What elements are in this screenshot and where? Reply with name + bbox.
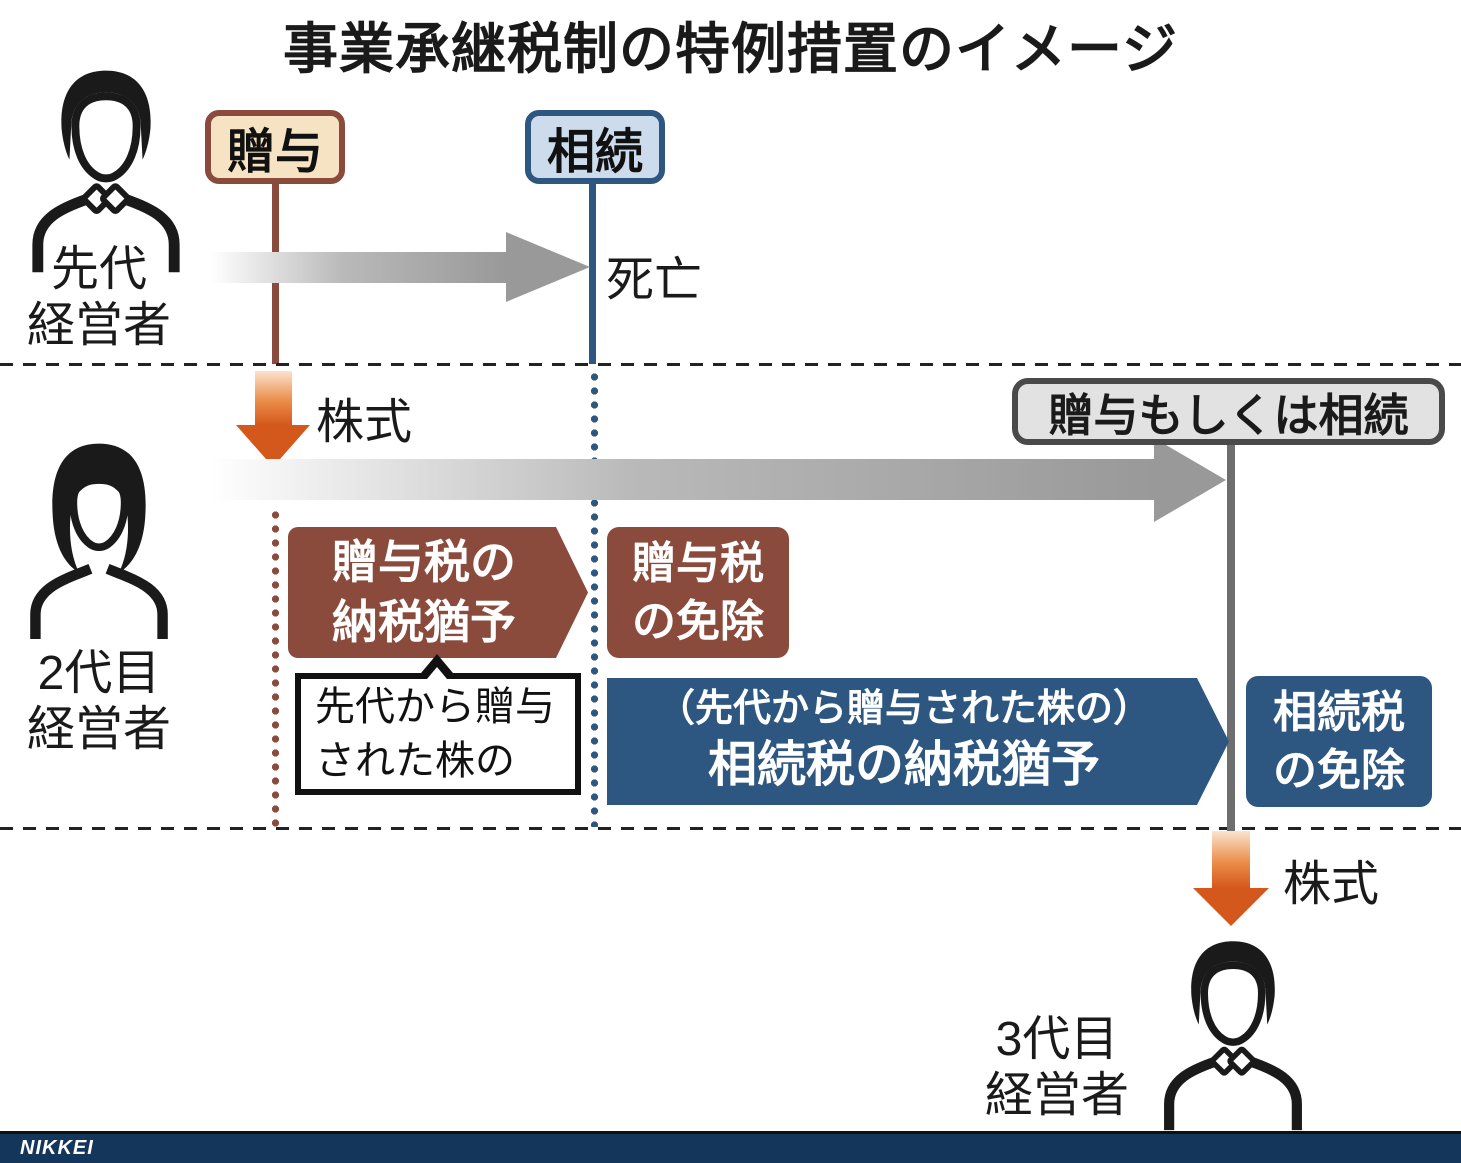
person-male-icon (22, 60, 190, 274)
succession-connector-line (1227, 445, 1235, 855)
gen1-label-line2: 経営者 (26, 298, 171, 352)
gen3-label-line1: 3代目 (995, 1013, 1119, 1066)
nikkei-logo: NIKKEI (20, 1137, 94, 1159)
gift-tax-exemption-box: 贈与税 の免除 (607, 527, 789, 658)
inherit-badge: 相続 (525, 110, 665, 184)
gift-tax-deferral-box: 贈与税の 納税猶予 (288, 527, 588, 658)
gen2-label-line2: 経営者 (26, 702, 171, 756)
footer-bar: NIKKEI (0, 1131, 1461, 1163)
inheritance-tax-exemption-box: 相続税 の免除 (1246, 676, 1432, 807)
timeline-arrow-gen1-head (506, 232, 590, 302)
row-divider-2 (0, 827, 1461, 830)
gift-tax-exemption-line2: の免除 (632, 596, 764, 646)
person-male-icon-gen3 (1152, 932, 1314, 1131)
timeline-arrow-gen2 (210, 459, 1154, 500)
inheritance-tax-deferral-line2: 相続税の納税猶予 (707, 738, 1100, 793)
row-divider-1 (0, 363, 1461, 366)
gen1-label-line1: 先代 (50, 243, 147, 296)
gen2-label: 2代目 経営者 (8, 646, 190, 757)
gifted-shares-callout: 先代から贈与 された株の (295, 654, 581, 795)
person-female-icon (14, 436, 184, 640)
inheritance-tax-exemption-line1: 相続税 (1273, 688, 1405, 738)
timeline-arrow-gen1 (210, 252, 506, 283)
callout-line1: 先代から贈与 (315, 685, 555, 729)
inheritance-tax-deferral-line1: （先代から贈与された株の） (656, 687, 1151, 730)
callout-line2: された株の (315, 739, 515, 783)
inheritance-tax-deferral-box: （先代から贈与された株の） 相続税の納税猶予 (607, 678, 1229, 805)
gift-or-inherit-badge: 贈与もしくは相続 (1012, 378, 1445, 445)
timeline-arrow-gen2-head (1154, 438, 1226, 522)
shares-down-arrow-gen3-head (1193, 888, 1269, 926)
gen3-label: 3代目 経営者 (966, 1012, 1148, 1123)
gift-dotted-line (271, 508, 280, 827)
callout-pointer-inner (422, 667, 452, 685)
gift-badge: 贈与 (205, 110, 345, 184)
shares-down-arrow-gen3 (1212, 831, 1250, 888)
gen2-label-line1: 2代目 (37, 647, 161, 700)
death-label: 死亡 (606, 254, 703, 307)
shares-down-arrow-gen2 (255, 371, 292, 425)
inherit-dotted-line (590, 370, 599, 827)
gen3-label-line2: 経営者 (984, 1068, 1129, 1122)
inherit-stem-line (589, 182, 596, 364)
gift-tax-deferral-line1: 贈与税の (332, 535, 516, 588)
gift-tax-exemption-line1: 贈与税 (632, 539, 764, 589)
gen1-label: 先代 経営者 (8, 242, 190, 353)
shares-label-gen3: 株式 (1283, 858, 1380, 911)
gift-tax-deferral-line2: 納税猶予 (332, 595, 516, 648)
inheritance-tax-exemption-line2: の免除 (1273, 745, 1405, 795)
shares-label-gen2: 株式 (316, 396, 413, 449)
page-title: 事業承継税制の特例措置のイメージ (283, 18, 1178, 80)
